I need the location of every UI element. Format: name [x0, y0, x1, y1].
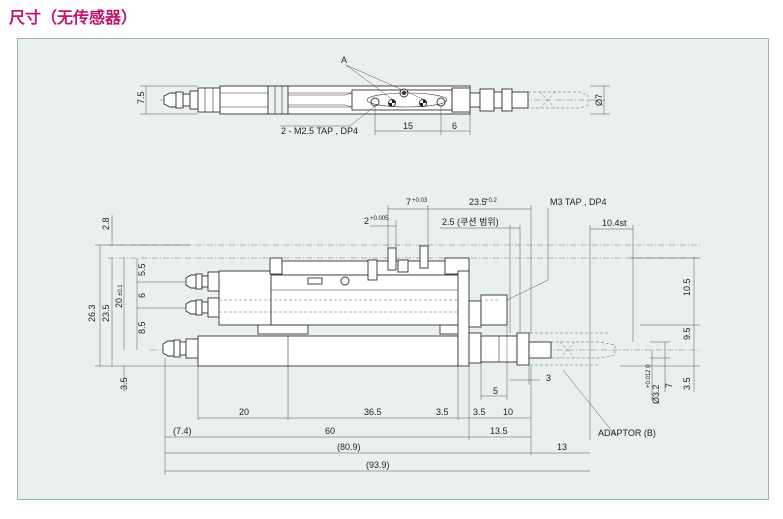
top-dim-7-5: 7.5 [136, 91, 146, 104]
side-view: 26.3 23.5 20 ±0.1 5.5 6 8.5 2.8 3.5 7 +0 [87, 197, 700, 475]
side-adaptor-label: ADAPTOR (B) [598, 428, 656, 438]
side-dim-20-tol: ±0.1 [118, 284, 124, 296]
side-dim-3-2-tol: +0.012 0 [646, 364, 652, 388]
side-top-dims: 7 +0.03 23.5 +0.2 2 +0.005 2.5 (쿠션 범위) M… [364, 197, 634, 440]
side-tap-nut [480, 294, 508, 326]
side-bottom-dims: 20 36.5 3.5 3.5 10 (7.4) 60 13.5 (80.9) … [164, 358, 590, 475]
bottom-dim-20: 20 [239, 407, 249, 417]
side-dim-8-5: 8.5 [137, 321, 147, 334]
side-top-front-cap [444, 257, 470, 275]
side-pin-collar [397, 259, 409, 273]
top-left-fitting-ring2 [182, 93, 191, 107]
side-pin-small [367, 259, 378, 281]
side-left-dims: 26.3 23.5 20 ±0.1 5.5 6 8.5 2.8 3.5 [87, 215, 198, 392]
side-dim-2: 2 [364, 216, 369, 226]
top-slot [267, 85, 289, 115]
side-adaptor-phantom [551, 341, 616, 359]
side-dim-7-tol: +0.03 [412, 198, 428, 204]
top-right-nut [479, 88, 495, 112]
side-top-cap [269, 257, 283, 275]
side-pin-right [419, 245, 429, 269]
top-left-fitting-nut [189, 90, 199, 110]
side-middle-fitting [185, 297, 220, 318]
top-dim-6: 6 [452, 121, 457, 131]
side-front-plate [457, 270, 470, 367]
side-dim-10-4: 10.4st [602, 218, 627, 228]
side-dim-7-right: 7 [664, 383, 674, 388]
top-right-ring1 [493, 91, 503, 109]
bottom-dim-36-5: 36.5 [364, 407, 382, 417]
side-dim-2-tol: +0.005 [370, 216, 389, 222]
side-right-dims: 10.5 9.5 3.5 7 Ø3.2 +0.012 0 [620, 257, 700, 404]
side-dim-23-5: 23.5 [101, 304, 111, 322]
side-dim-7: 7 [406, 197, 411, 207]
top-left-fitting-ring1 [175, 91, 184, 109]
side-dim-23-5-top: 23.5 [469, 197, 487, 207]
bottom-dim-3-5b: 3.5 [473, 407, 486, 417]
bottom-dim-93-9: (93.9) [366, 460, 390, 470]
side-dim-10-5: 10.5 [682, 278, 692, 296]
side-dim-2-8: 2.8 [101, 217, 111, 230]
side-dim-26-3: 26.3 [87, 304, 97, 322]
top-adaptor-phantom [528, 91, 589, 109]
bottom-dim-7-4: (7.4) [173, 426, 192, 436]
top-right-neck [469, 92, 481, 108]
side-dim-2-5: 2.5 (쿠션 범위) [442, 217, 499, 227]
top-end-block [197, 87, 221, 113]
side-dim-3-2: Ø3.2 [651, 384, 661, 404]
side-rod-tip [528, 341, 552, 359]
side-dim-3: 3 [546, 373, 551, 383]
side-upper-fitting [185, 271, 220, 292]
top-left-fitting-tip [163, 92, 177, 108]
side-dim-20: 20 [114, 298, 124, 308]
side-dim-5-5: 5.5 [137, 263, 147, 276]
side-dim-23-5-top-tol: +0.2 [485, 198, 498, 204]
side-tap-note: M3 TAP , DP4 [550, 197, 607, 207]
side-rod-collar [468, 332, 482, 364]
side-cylinder-body [197, 335, 459, 367]
side-dim-3-5-right: 3.5 [682, 377, 692, 390]
side-rod-flange [516, 332, 530, 366]
side-pin-left [387, 247, 397, 271]
bottom-dim-3-5a: 3.5 [436, 407, 449, 417]
top-dim-15: 15 [403, 121, 413, 131]
bottom-dim-80-9: (80.9) [337, 442, 361, 452]
page-title: 尺寸（无传感器） [9, 8, 138, 27]
top-dim-dia-7: Ø7 [594, 94, 604, 106]
bottom-dim-13-5: 13.5 [490, 426, 508, 436]
top-tap-note: 2 - M2.5 TAP , DP4 [281, 126, 358, 136]
bottom-dim-13: 13 [557, 442, 567, 452]
top-view: 7.5 Ø7 15 6 A 2 - M2.5 TAP , DP4 [136, 55, 610, 136]
side-dim-9-5: 9.5 [682, 327, 692, 340]
side-tap-block [468, 300, 482, 328]
top-tap-hole-right [436, 97, 446, 107]
bottom-dim-60: 60 [325, 426, 335, 436]
side-lower-fitting [162, 338, 199, 359]
top-label-a: A [341, 55, 347, 65]
top-right-coupler [511, 91, 529, 109]
top-front-block [451, 87, 471, 113]
side-dim-5: 5 [493, 386, 498, 396]
side-dim-6: 6 [137, 293, 147, 298]
top-right-ring2 [501, 88, 513, 112]
side-end-plate [218, 270, 272, 326]
bottom-dim-10: 10 [503, 407, 513, 417]
